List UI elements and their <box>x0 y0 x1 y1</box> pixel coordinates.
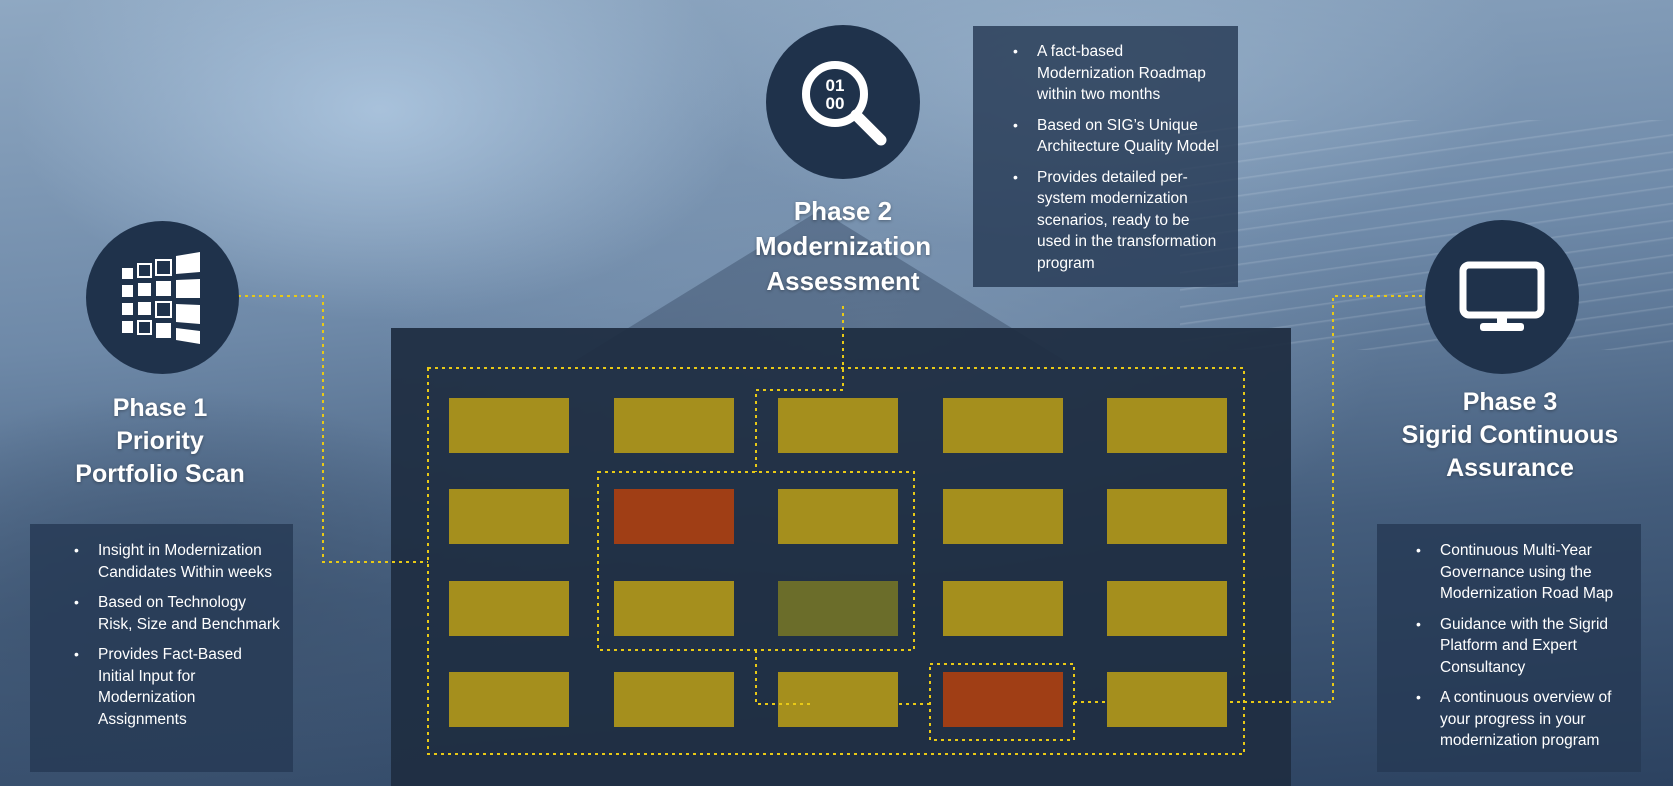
system-cell-red <box>943 672 1063 727</box>
system-cell-yellow <box>449 581 569 636</box>
system-cell-yellow <box>943 581 1063 636</box>
system-cell-yellow <box>943 489 1063 544</box>
phase2-title-line: Assessment <box>766 266 920 296</box>
phase2-title: Phase 2 Modernization Assessment <box>723 194 963 299</box>
system-cell-yellow <box>943 398 1063 453</box>
phase3-title-line: Sigrid Continuous <box>1401 421 1619 449</box>
system-cell-yellow <box>449 398 569 453</box>
binary-magnifier-icon: 01 00 <box>802 61 887 146</box>
phase3-bullet: A continuous overview of your progress i… <box>1416 687 1629 752</box>
phase1-bullet: Provides Fact-Based Initial Input for Mo… <box>74 644 281 730</box>
phase1-title-line: Phase 1 <box>112 394 208 422</box>
phase3-title-line: Assurance <box>1446 454 1574 482</box>
phase1-title-line: Priority <box>116 427 204 455</box>
system-cell-yellow <box>1107 398 1227 453</box>
system-cell-yellow <box>449 489 569 544</box>
system-cell-red <box>614 489 734 544</box>
system-cell-green <box>778 581 898 636</box>
system-cell-yellow <box>449 672 569 727</box>
system-cell-yellow <box>1107 489 1227 544</box>
phase2-bullet: A fact-based Modernization Roadmap withi… <box>1013 41 1224 106</box>
system-cell-yellow <box>614 672 734 727</box>
phase1-title-line: Portfolio Scan <box>75 460 245 488</box>
monitor-icon <box>1459 261 1545 331</box>
phase3-bullet: Continuous Multi-Year Governance using t… <box>1416 540 1629 605</box>
system-cell-yellow <box>778 398 898 453</box>
system-cell-yellow <box>778 489 898 544</box>
phase2-title-line: Modernization <box>754 231 932 261</box>
system-cell-yellow <box>1107 672 1227 727</box>
system-cell-yellow <box>778 672 898 727</box>
phase3-icon-circle <box>1425 220 1579 374</box>
system-cell-yellow <box>1107 581 1227 636</box>
phase2-bullet: Provides detailed per-system modernizati… <box>1013 167 1224 275</box>
building-grid-icon <box>121 251 200 344</box>
binary-digits: 01 <box>826 76 845 95</box>
phase2-title-line: Phase 2 <box>793 196 893 226</box>
phase2-icon-circle: 01 00 <box>766 25 920 179</box>
system-cell-yellow <box>614 581 734 636</box>
phase3-title: Phase 3 Sigrid Continuous Assurance <box>1375 386 1645 485</box>
phase3-info-box: Continuous Multi-Year Governance using t… <box>1377 524 1641 772</box>
phase2-bullet: Based on SIG’s Unique Architecture Quali… <box>1013 115 1224 158</box>
system-cell-yellow <box>614 398 734 453</box>
phase3-title-line: Phase 3 <box>1462 388 1558 416</box>
phase1-title: Phase 1 Priority Portfolio Scan <box>40 392 280 491</box>
phase3-bullet: Guidance with the Sigrid Platform and Ex… <box>1416 614 1629 679</box>
phase1-bullet: Insight in Modernization Candidates With… <box>74 540 281 583</box>
phase2-info-box: A fact-based Modernization Roadmap withi… <box>973 26 1238 287</box>
binary-digits: 00 <box>826 94 845 113</box>
phase1-bullet: Based on Technology Risk, Size and Bench… <box>74 592 281 635</box>
phase1-info-box: Insight in Modernization Candidates With… <box>30 524 293 772</box>
phase1-icon-circle <box>86 221 239 374</box>
